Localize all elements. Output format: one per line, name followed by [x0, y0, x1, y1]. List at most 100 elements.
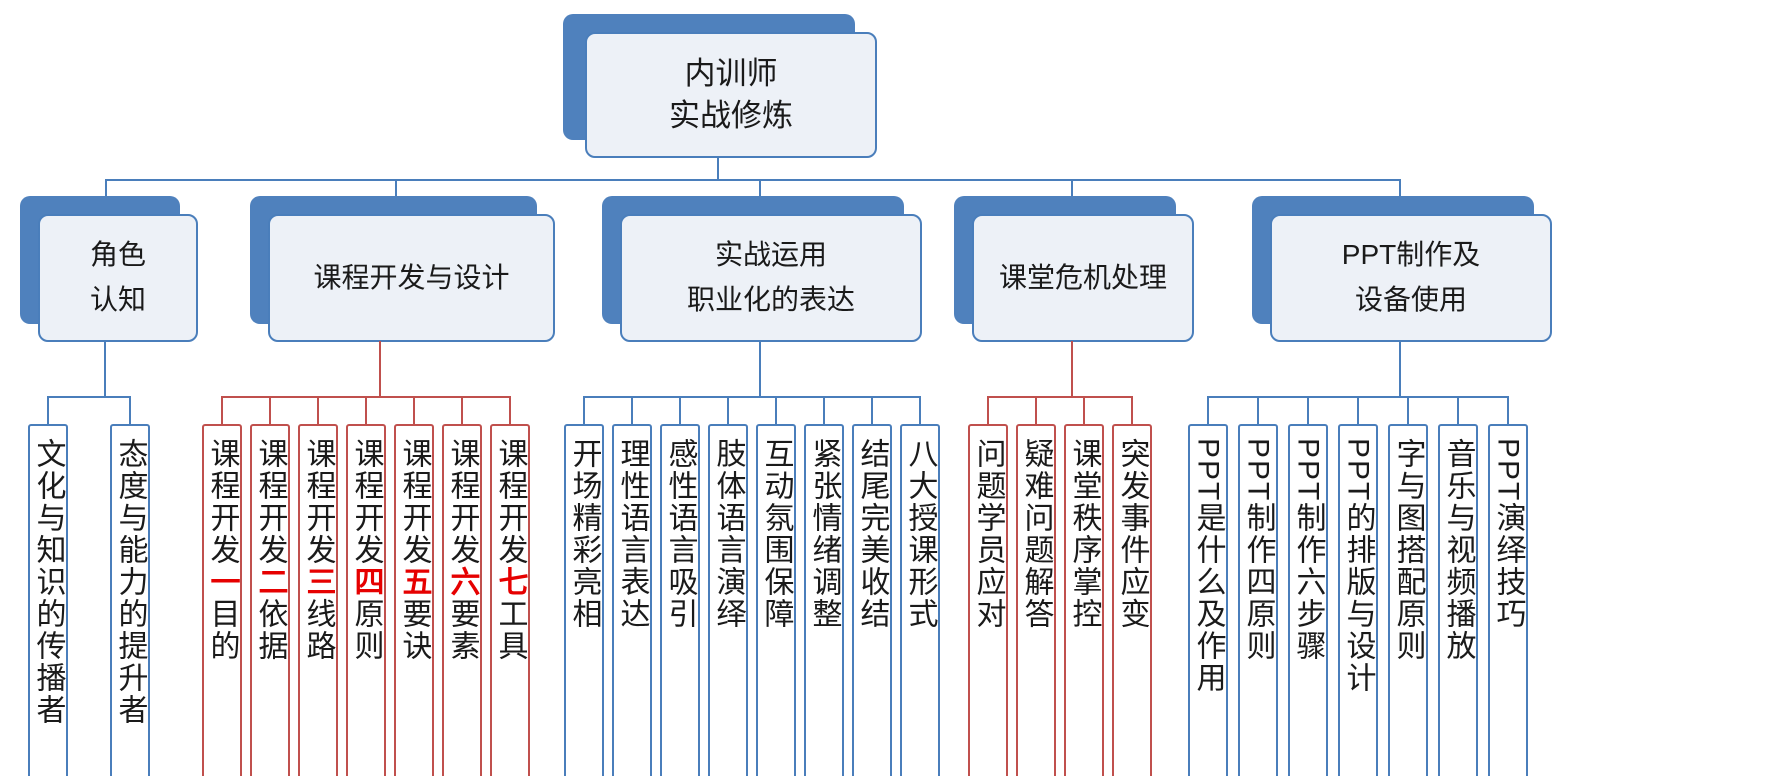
leaf-node: 态度与能力的提升者 — [110, 396, 150, 776]
leaf-text: PPT制作四原则 — [1241, 438, 1275, 663]
root-title-line2: 实战修炼 — [669, 98, 793, 133]
leaf-node: 结尾完美收结 — [852, 396, 892, 776]
leaf-text: 紧张情绪调整 — [807, 438, 841, 630]
branch-stub-ppt — [1399, 181, 1401, 197]
leaf-text: 课堂秩序掌控 — [1067, 438, 1101, 630]
root-connector-stub — [717, 157, 719, 181]
leaf-text-segment: 课程开发 — [349, 438, 383, 566]
branch-node-practice: 实战运用 职业化的表达 — [620, 214, 922, 342]
branch-stub-practice — [759, 181, 761, 197]
branch-crisis-label: 课堂危机处理 — [998, 261, 1167, 293]
children-group-role: 文化与知识的传播者 态度与能力的提升者 — [28, 396, 150, 776]
leaf-text: 问题学员应对 — [971, 438, 1005, 630]
leaf-node: 课程开发七工具 — [490, 396, 530, 776]
children-group-course: 课程开发一目的 课程开发二依据 课程开发三线路 课程开发四原则 课程开发五要诀 … — [202, 396, 530, 776]
root-node: 内训师 实战修炼 — [585, 32, 877, 158]
leaf-text-segment: 工具 — [493, 598, 527, 662]
leaf-text: 突发事件应变 — [1115, 438, 1149, 630]
branch-node-role: 角色 认知 — [38, 214, 198, 342]
leaf-text: 课程开发六要素 — [446, 426, 479, 776]
group-stub-role — [104, 341, 106, 398]
leaf-text-segment: 原则 — [349, 598, 383, 662]
leaf-text: 肢体语言演绎 — [711, 438, 745, 630]
leaf-text: PPT的排版与设计 — [1341, 438, 1375, 695]
leaf-node: 紧张情绪调整 — [804, 396, 844, 776]
branch-role-label-line2: 认知 — [89, 284, 146, 315]
branch-node-ppt: PPT制作及 设备使用 — [1270, 214, 1552, 342]
leaf-text: 疑难问题解答 — [1019, 438, 1053, 630]
leaf-node: 课程开发六要素 — [442, 396, 482, 776]
leaf-text-segment: 课程开发 — [397, 438, 431, 566]
leaf-text: 八大授课形式 — [903, 438, 937, 630]
leaf-node: 问题学员应对 — [968, 396, 1008, 776]
leaf-node: 疑难问题解答 — [1016, 396, 1056, 776]
leaf-text: 课程开发七工具 — [494, 426, 527, 776]
leaf-number-highlight: 一 — [205, 566, 239, 598]
leaf-node: 感性语言吸引 — [660, 396, 700, 776]
leaf-text-segment: 课程开发 — [253, 438, 287, 566]
group-stub-crisis — [1071, 341, 1073, 398]
leaf-node: 八大授课形式 — [900, 396, 940, 776]
root-title-line1: 内训师 — [684, 56, 778, 92]
children-group-crisis: 问题学员应对 疑难问题解答 课堂秩序掌控 突发事件应变 — [968, 396, 1152, 776]
leaf-text-segment: 要素 — [445, 598, 479, 662]
leaf-number-highlight: 四 — [349, 566, 383, 598]
leaf-node: 课程开发四原则 — [346, 396, 386, 776]
group-stub-course — [379, 341, 381, 398]
leaf-node: 字与图搭配原则 — [1388, 396, 1428, 776]
group-stub-practice — [759, 341, 761, 398]
leaf-text: 课程开发五要诀 — [398, 426, 431, 776]
leaf-node: 课程开发五要诀 — [394, 396, 434, 776]
group-stub-ppt — [1399, 341, 1401, 398]
children-group-practice: 开场精彩亮相 理性语言表达 感性语言吸引 肢体语言演绎 互动氛围保障 紧张情绪调… — [564, 396, 940, 776]
leaf-number-highlight: 五 — [397, 566, 431, 598]
leaf-text-segment: 线路 — [301, 598, 335, 662]
leaf-number-highlight: 六 — [445, 566, 479, 598]
leaf-text-segment: 课程开发 — [493, 438, 527, 566]
leaf-text: 结尾完美收结 — [855, 438, 889, 630]
branch-stub-course — [395, 181, 397, 197]
leaf-number-highlight: 三 — [301, 566, 335, 598]
leaf-node: 课程开发一目的 — [202, 396, 242, 776]
leaf-node: 突发事件应变 — [1112, 396, 1152, 776]
branch-role-label-line1: 角色 — [89, 239, 146, 271]
leaf-text-segment: 依据 — [253, 598, 287, 662]
leaf-node: PPT演绎技巧 — [1488, 396, 1528, 776]
branch-course-label: 课程开发与设计 — [313, 261, 510, 293]
leaf-text-segment: 课程开发 — [445, 438, 479, 566]
leaf-text: 课程开发三线路 — [302, 426, 335, 776]
level1-connector-rail — [105, 179, 1401, 181]
leaf-node: 文化与知识的传播者 — [28, 396, 68, 776]
leaf-text-segment: 课程开发 — [205, 438, 239, 566]
leaf-text: PPT是什么及作用 — [1191, 438, 1225, 695]
leaf-node: PPT的排版与设计 — [1338, 396, 1378, 776]
leaf-text: 课程开发四原则 — [350, 426, 383, 776]
leaf-text: 感性语言吸引 — [663, 438, 697, 630]
leaf-node: 课程开发三线路 — [298, 396, 338, 776]
children-group-ppt: PPT是什么及作用 PPT制作四原则 PPT制作六步骤 PPT的排版与设计 字与… — [1188, 396, 1528, 776]
leaf-text: 文化与知识的传播者 — [31, 438, 65, 726]
leaf-text: 字与图搭配原则 — [1391, 438, 1425, 662]
leaf-text: 态度与能力的提升者 — [113, 438, 147, 726]
leaf-node: 音乐与视频播放 — [1438, 396, 1478, 776]
leaf-text: 音乐与视频播放 — [1441, 438, 1475, 662]
leaf-text: 课程开发二依据 — [254, 426, 287, 776]
leaf-node: 互动氛围保障 — [756, 396, 796, 776]
leaf-text-segment: 要诀 — [397, 598, 431, 662]
branch-ppt-label-line1: PPT制作及 — [1341, 239, 1481, 271]
leaf-node: PPT制作四原则 — [1238, 396, 1278, 776]
leaf-node: 课程开发二依据 — [250, 396, 290, 776]
branch-ppt-label-line2: 设备使用 — [1354, 284, 1467, 315]
branch-node-crisis: 课堂危机处理 — [972, 214, 1194, 342]
branch-practice-label-line1: 实战运用 — [714, 239, 827, 271]
leaf-node: PPT制作六步骤 — [1288, 396, 1328, 776]
leaf-node: 肢体语言演绎 — [708, 396, 748, 776]
leaf-text: PPT演绎技巧 — [1491, 438, 1525, 631]
branch-practice-label-line2: 职业化的表达 — [686, 284, 855, 315]
leaf-text-segment: 目的 — [205, 598, 239, 662]
leaf-node: 课堂秩序掌控 — [1064, 396, 1104, 776]
leaf-node: PPT是什么及作用 — [1188, 396, 1228, 776]
branch-stub-role — [105, 181, 107, 197]
leaf-node: 理性语言表达 — [612, 396, 652, 776]
